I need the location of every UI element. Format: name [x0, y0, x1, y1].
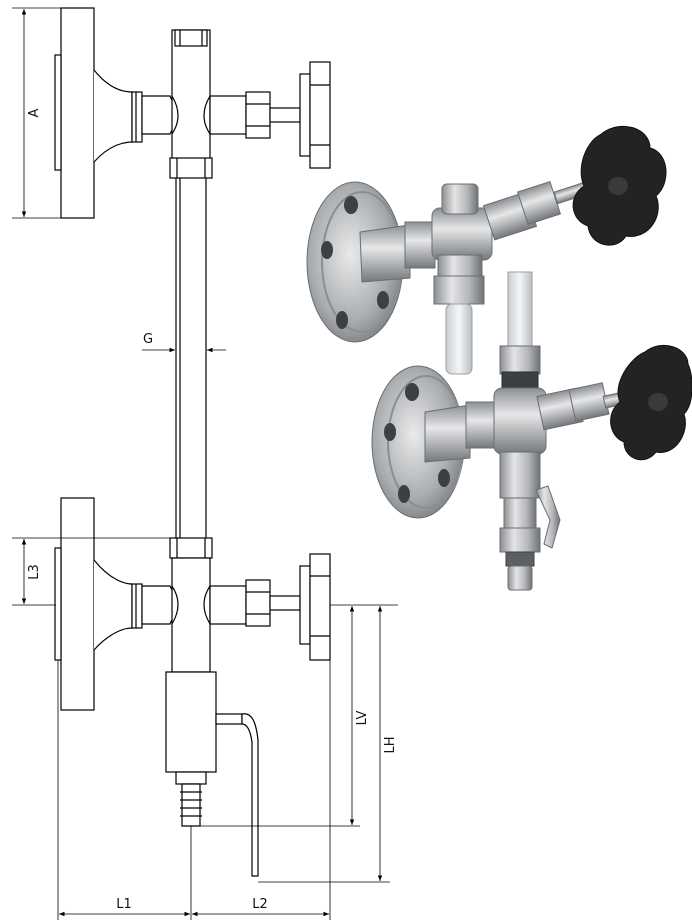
bolt-hole — [384, 423, 396, 441]
dim-label-l1: L1 — [116, 897, 132, 912]
bolt-hole — [344, 196, 358, 214]
dim-label-l3: L3 — [27, 564, 42, 580]
bolt-hole — [336, 311, 348, 329]
bottom-valve-body — [141, 537, 331, 673]
dim-label-lh: LH — [383, 736, 398, 753]
dim-label-g: G — [143, 332, 153, 347]
drain-cock — [165, 671, 259, 877]
bolt-hole — [377, 291, 389, 309]
dim-label-l2: L2 — [252, 897, 268, 912]
valve-photo-top — [306, 125, 667, 375]
dimension-labels: A L3 G LV LH L1 L2 — [27, 108, 398, 912]
sight-glass-tube — [175, 178, 207, 538]
valve-photo-bottom — [371, 271, 692, 591]
bolt-hole — [398, 485, 410, 503]
line-drawing — [12, 7, 398, 920]
bottom-flange — [54, 497, 143, 711]
bolt-hole — [438, 469, 450, 487]
top-valve-body — [141, 29, 331, 179]
dim-label-a: A — [27, 108, 42, 117]
dimension-lines — [12, 7, 398, 920]
top-flange — [54, 7, 143, 219]
dim-label-lv: LV — [355, 711, 370, 726]
bolt-hole — [405, 383, 419, 401]
bolt-hole — [321, 241, 333, 259]
